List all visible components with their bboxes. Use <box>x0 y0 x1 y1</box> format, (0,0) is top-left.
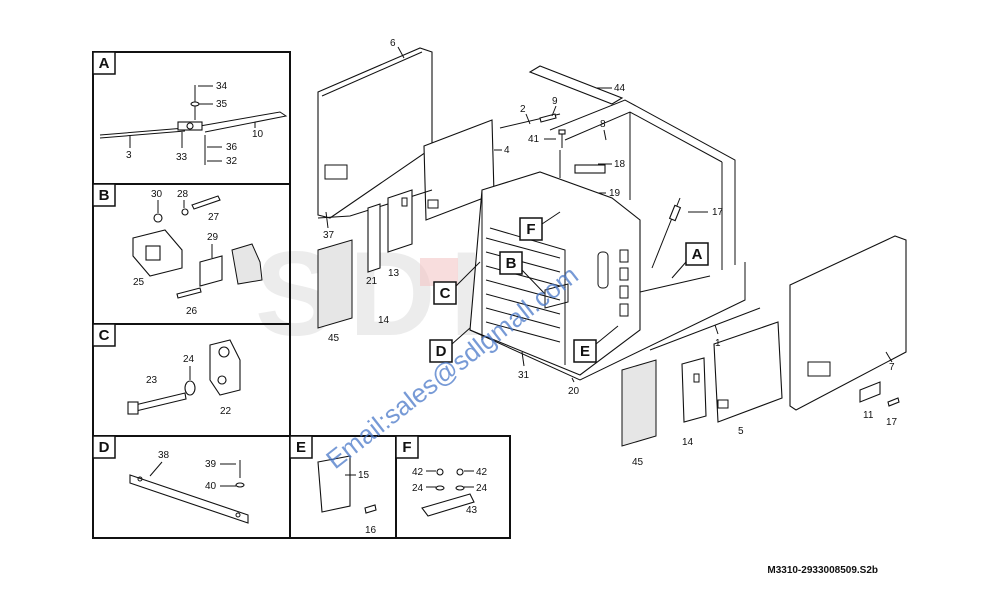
part-number: 41 <box>528 134 540 145</box>
part-number: 7 <box>889 362 895 373</box>
part-number: 42 <box>412 467 424 478</box>
main-callouts: F B C D E A <box>429 211 711 363</box>
part-number: 13 <box>388 268 400 279</box>
part-number: 25 <box>133 277 145 288</box>
panel-letter: E <box>296 439 306 456</box>
part-number: 45 <box>632 457 644 468</box>
panel-letter: A <box>99 55 110 72</box>
part-number: 35 <box>216 99 228 110</box>
part-number: 30 <box>151 189 163 200</box>
part-number: 26 <box>186 306 198 317</box>
detail-panel-a: A 34 35 10 3 33 36 32 <box>92 51 291 185</box>
main-exploded-view: 6 4 44 <box>317 38 907 468</box>
panel-letter: C <box>99 327 110 344</box>
part-number: 14 <box>378 315 390 326</box>
detail-panel-e: E 15 16 <box>289 435 397 539</box>
panel-letter: B <box>99 187 110 204</box>
panel-letter: F <box>402 439 411 456</box>
part-number: 29 <box>207 232 219 243</box>
part-number: 32 <box>226 156 238 167</box>
part-number: 31 <box>518 370 530 381</box>
part-number: 9 <box>552 96 558 107</box>
part-number: 22 <box>220 406 232 417</box>
part-number: 24 <box>412 483 424 494</box>
part-number: 27 <box>208 212 220 223</box>
part-number: 16 <box>365 525 377 536</box>
callout-letter: E <box>580 343 590 360</box>
part-number: 38 <box>158 450 170 461</box>
part-number: 2 <box>520 104 526 115</box>
part-number: 11 <box>863 410 874 421</box>
detail-panel-f: F 42 24 42 24 43 <box>395 435 511 539</box>
part-number: 15 <box>358 470 370 481</box>
part-number: 19 <box>609 188 621 199</box>
part-number: 45 <box>328 333 340 344</box>
part-number: 39 <box>205 459 217 470</box>
callout-letter: A <box>692 246 703 263</box>
part-number: 40 <box>205 481 217 492</box>
side-vents <box>619 249 629 317</box>
front-louvres <box>485 237 561 343</box>
part-number: 21 <box>366 276 378 287</box>
part-number: 23 <box>146 375 158 386</box>
part-number: 1 <box>715 338 721 349</box>
panel-letter: D <box>99 439 110 456</box>
part-number: 44 <box>614 83 626 94</box>
detail-panel-c: C 24 23 22 <box>92 323 291 437</box>
part-number: 17 <box>886 417 898 428</box>
part-number: 14 <box>682 437 694 448</box>
part-number: 36 <box>226 142 238 153</box>
part-number: 4 <box>504 145 510 156</box>
part-number: 10 <box>252 129 264 140</box>
part-number: 3 <box>126 150 132 161</box>
part-number: 43 <box>466 505 478 516</box>
part-number: 17 <box>712 207 724 218</box>
part-number: 18 <box>614 159 626 170</box>
callout-letter: F <box>526 221 535 238</box>
part-number: 34 <box>216 81 228 92</box>
callout-letter: D <box>436 343 447 360</box>
callout-letter: B <box>506 255 517 272</box>
part-number: 20 <box>568 386 580 397</box>
detail-panel-d: D 38 39 40 <box>92 435 291 539</box>
drawing-code: M3310-2933008509.S2b <box>767 565 878 576</box>
part-number: 42 <box>476 467 488 478</box>
detail-panel-b: B 30 28 27 25 29 26 <box>92 183 291 325</box>
part-number: 33 <box>176 152 188 163</box>
part-number: 8 <box>600 119 606 130</box>
callout-letter: C <box>440 285 451 302</box>
part-number: 24 <box>183 354 195 365</box>
part-number: 24 <box>476 483 488 494</box>
part-number: 5 <box>738 426 744 437</box>
part-number: 37 <box>323 230 335 241</box>
part-number: 6 <box>390 38 396 49</box>
part-number: 28 <box>177 189 189 200</box>
